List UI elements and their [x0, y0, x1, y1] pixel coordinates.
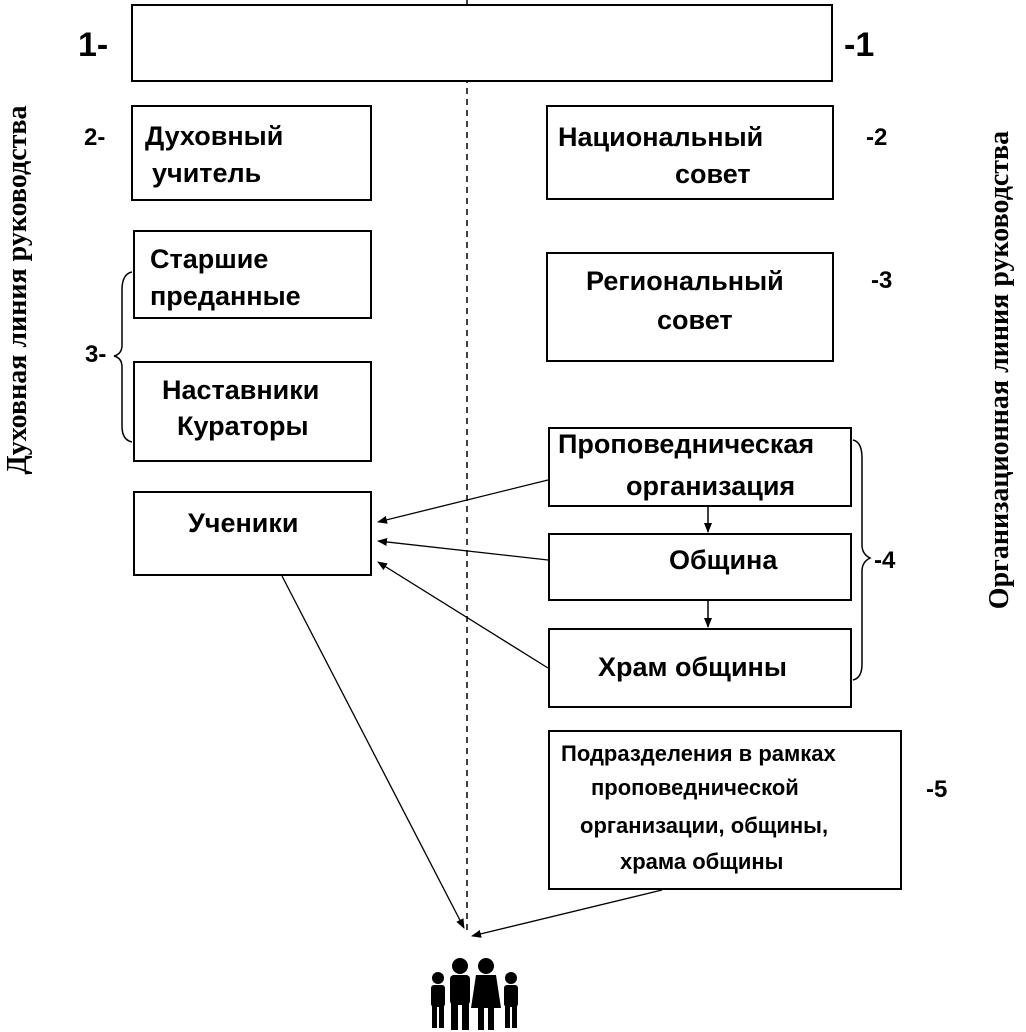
arrow-disciples-to-people [281, 575, 465, 929]
right-level2-number: -2 [866, 124, 888, 151]
top-box [131, 4, 833, 82]
right-level5-number: -5 [926, 776, 948, 803]
community-temple-box [548, 628, 852, 708]
national-council-line1: Национальный [558, 122, 764, 152]
subdivisions-box [548, 730, 902, 890]
arrow-community-to-disciples [377, 538, 549, 561]
preaching-org-box [548, 427, 852, 507]
left-level2-number: 2- [84, 124, 106, 151]
right-level3-number: -3 [871, 267, 893, 294]
spiritual-teacher-box [131, 105, 372, 201]
mentors-curators-line2: Кураторы [177, 411, 309, 441]
preaching-org-line2: организация [626, 471, 796, 501]
subdivisions-line2: проповеднической [591, 775, 799, 800]
preaching-org-line1: Проповедническая [558, 429, 815, 459]
community-box [548, 533, 852, 601]
community-label: Община [669, 545, 778, 575]
subdivisions-line3: организации, общины, [580, 813, 829, 838]
mentors-curators-line1: Наставники [162, 375, 320, 405]
community-temple-label: Храм общины [598, 652, 787, 682]
left-axis-label: Духовная линия руководства [2, 105, 33, 475]
disciples-label: Ученики [188, 508, 299, 538]
national-council-line2: совет [675, 159, 751, 189]
right-axis-label: Организационная линия руководства [984, 130, 1015, 610]
left-brace [113, 271, 133, 443]
spiritual-teacher-line2: учитель [152, 158, 262, 188]
top-level-number-left: 1- [78, 26, 109, 64]
national-council-box [546, 105, 834, 200]
arrow-subdivisions-to-people [471, 889, 663, 938]
disciples-box [133, 491, 372, 576]
mentors-curators-box [133, 361, 372, 462]
senior-devotees-line2: преданные [150, 281, 301, 311]
regional-council-line2: совет [657, 305, 733, 335]
subdivisions-line4: храма общины [620, 849, 784, 874]
top-level-number-right: -1 [844, 26, 875, 64]
arrow-temple-to-disciples [377, 561, 549, 669]
regional-council-line1: Региональный [586, 266, 784, 296]
left-level3-number: 3- [85, 341, 107, 368]
arrow-org-to-disciples [377, 479, 549, 524]
family-people-icon [431, 958, 518, 1030]
regional-council-box [546, 252, 834, 362]
subdivisions-line1: Подразделения в рамках [561, 741, 836, 766]
senior-devotees-line1: Старшие [150, 244, 269, 274]
senior-devotees-box [133, 230, 372, 319]
right-brace [852, 439, 872, 681]
right-level4-number: -4 [874, 547, 896, 574]
spiritual-teacher-line1: Духовный [145, 121, 284, 151]
